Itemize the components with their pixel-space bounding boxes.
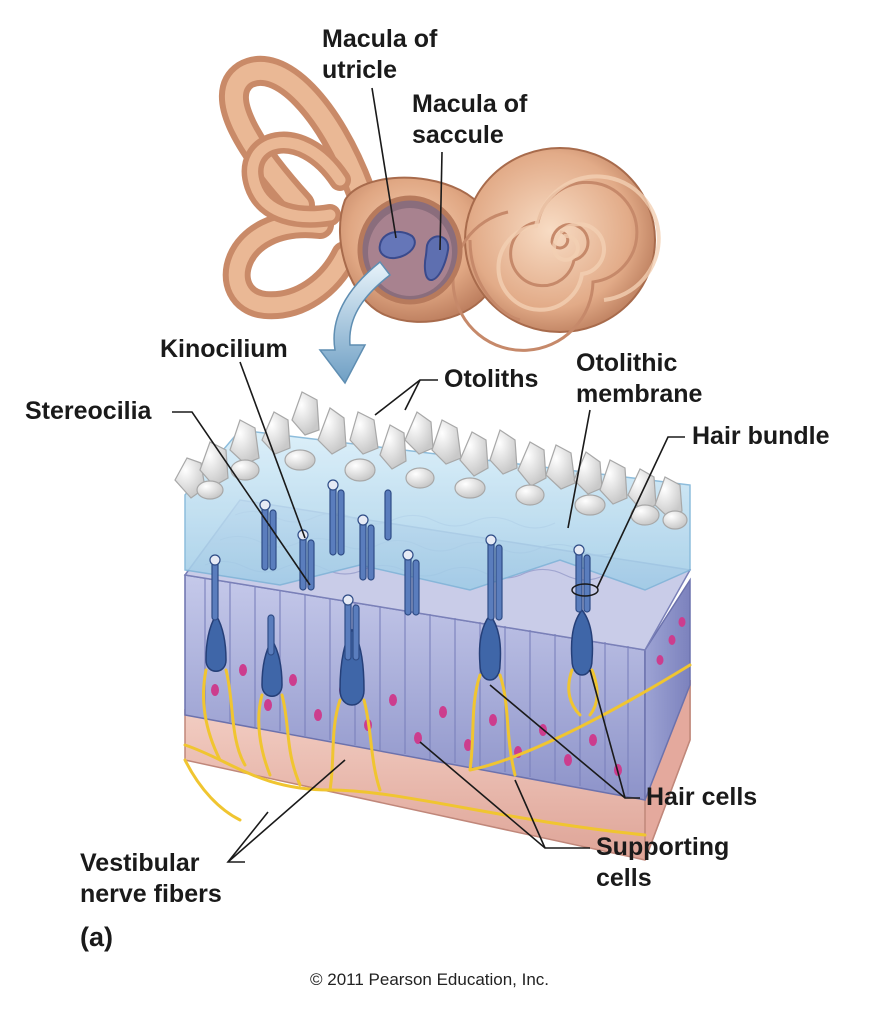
leader-stereocilia (172, 411, 311, 586)
copyright-notice: © 2011 Pearson Education, Inc. (310, 970, 550, 989)
leader-kinocilium (239, 361, 306, 539)
leader-lines (172, 87, 685, 863)
hair-bundles (209, 479, 599, 661)
leader-hair-bundle (596, 436, 685, 589)
label-otoliths: Otoliths (444, 365, 539, 393)
leader-otolithic-membrane (567, 409, 591, 529)
epithelium-side (644, 577, 691, 801)
vestibular-nerve-fibers (183, 663, 692, 837)
leader-vestibular-nerve (226, 811, 269, 863)
label-kinocilium: Kinocilium (160, 335, 288, 363)
leader-macula-utricle (371, 87, 397, 239)
panel-letter: (a) (80, 922, 113, 952)
otoliths-crystals (174, 391, 688, 530)
cochlea (451, 147, 661, 352)
saccule-macula (423, 235, 450, 281)
label-hair-cells: Hair cells (646, 783, 758, 811)
enlargement-arrow (318, 260, 392, 385)
hair-bundle-ring (571, 583, 599, 597)
label-hair-bundle: Hair bundle (692, 422, 830, 450)
inner-ear-illustration (219, 55, 661, 352)
leader-macula-saccule (439, 151, 443, 251)
label-stereocilia: Stereocilia (25, 397, 152, 425)
macula-tissue-block (174, 391, 692, 861)
utricle-macula (378, 230, 416, 260)
leader-otoliths (374, 379, 438, 416)
